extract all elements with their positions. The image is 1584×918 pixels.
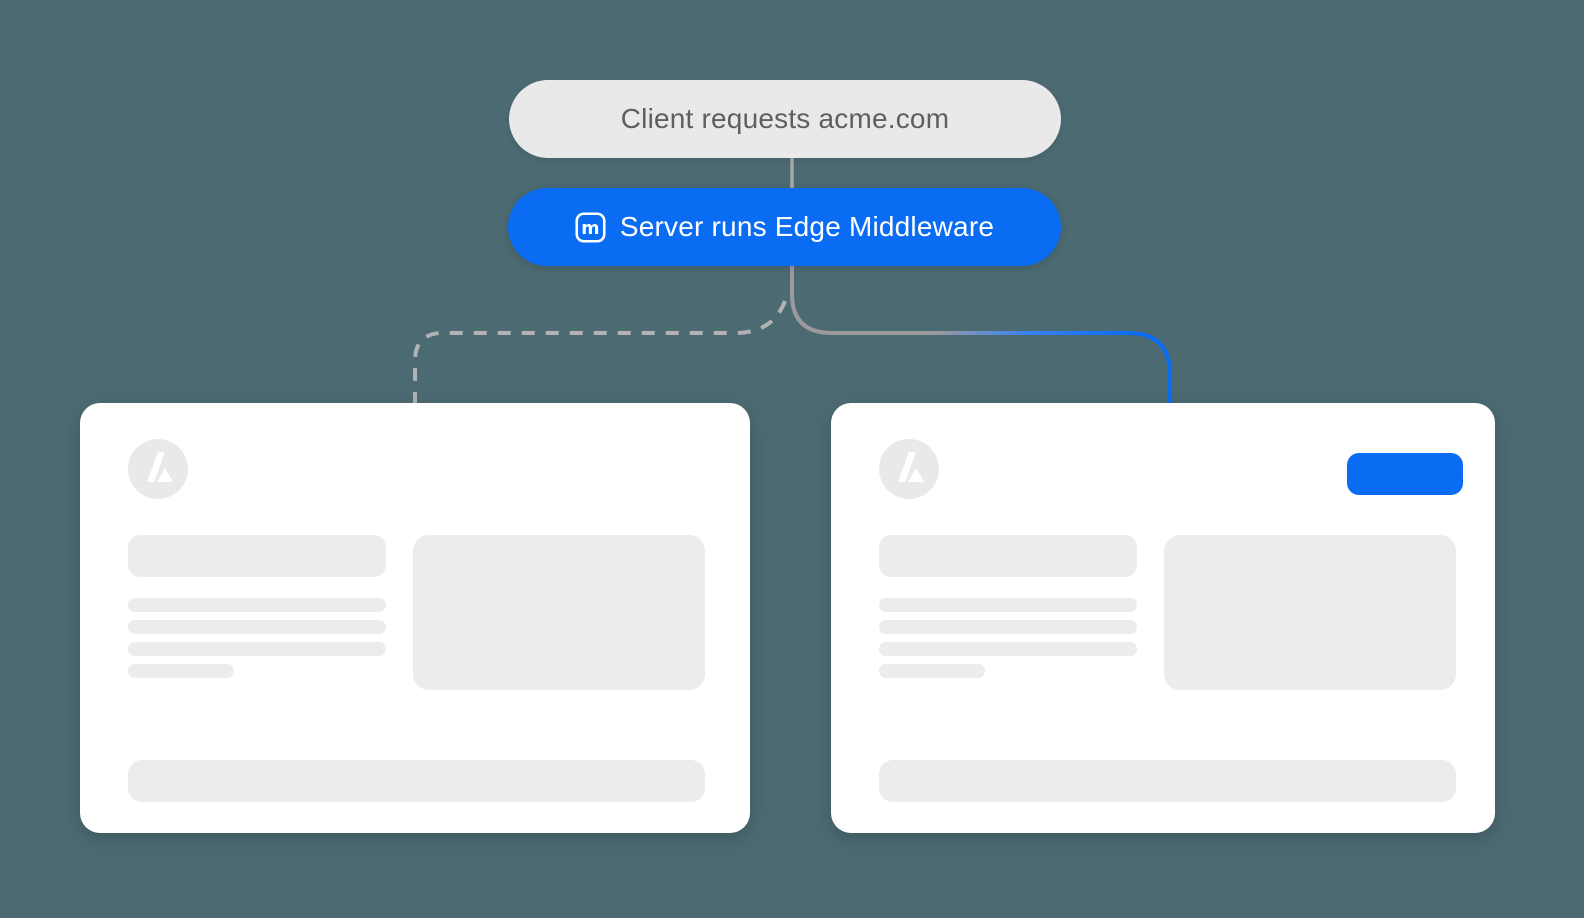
middleware-pill: m Server runs Edge Middleware <box>508 188 1061 266</box>
acme-triangle-logo-icon <box>147 452 173 482</box>
edge-middleware-to-right-page <box>790 264 1172 405</box>
page-preview-card-left <box>80 403 750 833</box>
text-line-placeholder <box>128 620 386 634</box>
text-line-placeholder <box>879 598 1137 612</box>
text-line-placeholder-short <box>128 664 234 678</box>
text-line-placeholder-short <box>879 664 985 678</box>
edge-middleware-to-left-page-dashed <box>413 300 787 405</box>
heading-placeholder <box>128 535 386 577</box>
acme-logo <box>128 439 188 499</box>
acme-logo <box>879 439 939 499</box>
client-request-label: Client requests acme.com <box>620 103 950 134</box>
middleware-m-icon: m <box>575 211 606 243</box>
hero-image-placeholder <box>413 535 705 690</box>
text-line-placeholder <box>128 598 386 612</box>
text-line-placeholder <box>879 642 1137 656</box>
text-line-placeholder <box>128 642 386 656</box>
footer-bar-placeholder <box>128 760 705 802</box>
footer-bar-placeholder <box>879 760 1456 802</box>
client-request-pill: Client requests acme.com <box>509 80 1061 158</box>
hero-image-placeholder <box>1164 535 1456 690</box>
heading-placeholder <box>879 535 1137 577</box>
page-preview-card-right <box>831 403 1495 833</box>
acme-triangle-logo-icon <box>898 452 924 482</box>
text-line-placeholder <box>879 620 1137 634</box>
middleware-label: Server runs Edge Middleware <box>619 211 995 242</box>
svg-text:m: m <box>581 219 599 239</box>
cta-button-placeholder <box>1347 453 1463 495</box>
